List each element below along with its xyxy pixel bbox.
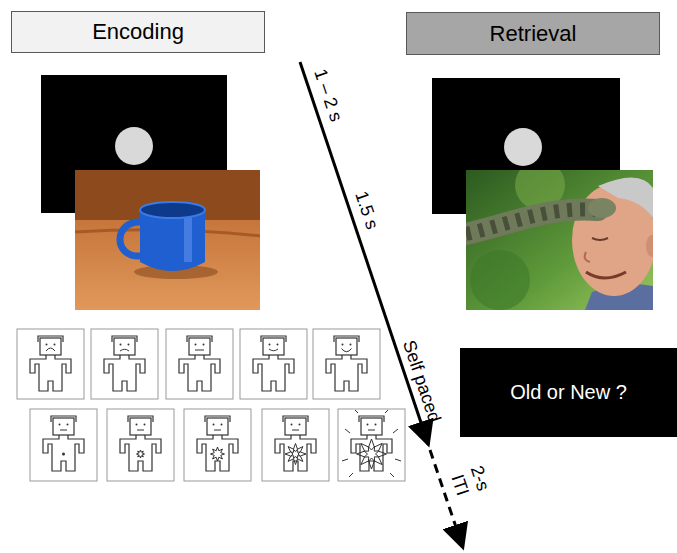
node-text: Old or New ? bbox=[510, 381, 627, 404]
node-text: Retrieval bbox=[490, 21, 577, 46]
iti-arrow bbox=[430, 450, 463, 548]
mug-photo bbox=[75, 170, 260, 310]
timing-label: Self paced bbox=[398, 337, 445, 424]
timing-label: 2-s ITI bbox=[445, 458, 496, 505]
phase-header: Encoding bbox=[11, 11, 265, 53]
response-screen: Old or New ? bbox=[460, 348, 677, 437]
fixation-dot bbox=[504, 128, 542, 166]
timing-label: 1.5 s bbox=[350, 188, 382, 232]
snake-photo bbox=[466, 170, 653, 310]
timeline-arrow bbox=[300, 62, 429, 445]
fixation-dot bbox=[115, 127, 153, 165]
node-text: Encoding bbox=[92, 19, 184, 44]
arousal-scale bbox=[30, 409, 405, 481]
phase-header: Retrieval bbox=[406, 12, 660, 55]
timing-label: 1 – 2 s bbox=[310, 66, 347, 124]
valence-scale bbox=[17, 329, 380, 399]
